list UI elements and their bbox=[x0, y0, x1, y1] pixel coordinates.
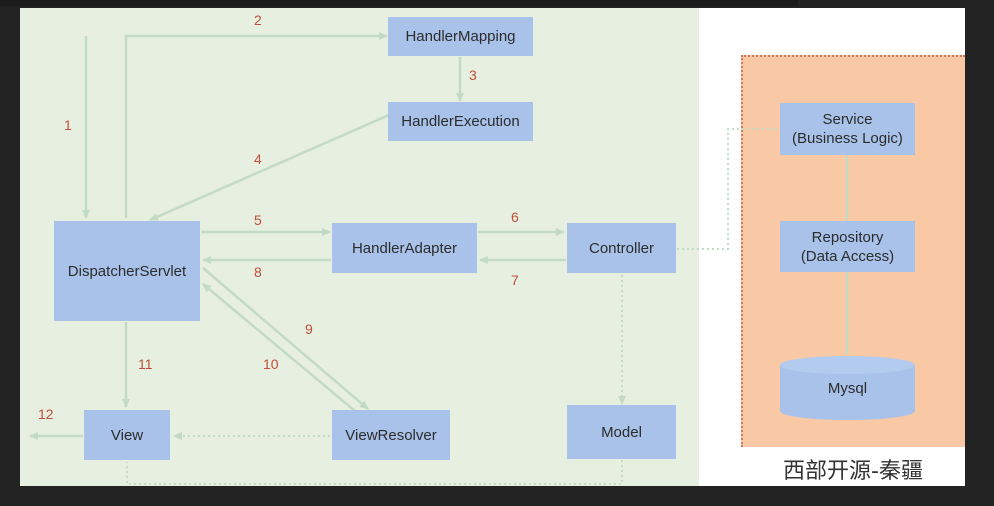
dotted-controller-service bbox=[677, 128, 778, 250]
mysql-database: Mysql bbox=[780, 356, 915, 420]
dotted-model-view-bottom bbox=[126, 460, 623, 485]
handler-mapping-box: HandlerMapping bbox=[388, 17, 533, 56]
step-label-7: 7 bbox=[511, 272, 519, 288]
controller-box: Controller bbox=[567, 223, 676, 273]
step-label-1: 1 bbox=[64, 117, 72, 133]
mysql-cylinder-top bbox=[780, 356, 915, 374]
service-box: Service (Business Logic) bbox=[780, 103, 915, 155]
author-watermark: 西部开源-秦疆 bbox=[783, 459, 923, 484]
mysql-cylinder-bottom bbox=[780, 402, 915, 420]
step-label-2: 2 bbox=[254, 12, 262, 28]
step-label-8: 8 bbox=[254, 264, 262, 280]
step-label-5: 5 bbox=[254, 212, 262, 228]
step-label-6: 6 bbox=[511, 209, 519, 225]
model-box: Model bbox=[567, 405, 676, 459]
step-label-12: 12 bbox=[38, 406, 54, 422]
step-label-3: 3 bbox=[469, 67, 477, 83]
arrow-10 bbox=[202, 283, 356, 412]
mysql-label: Mysql bbox=[827, 379, 868, 397]
dispatcher-servlet-box: DispatcherServlet bbox=[54, 221, 200, 321]
view-resolver-box: ViewResolver bbox=[332, 410, 450, 460]
step-label-9: 9 bbox=[305, 321, 313, 337]
arrow-4 bbox=[149, 113, 390, 222]
handler-execution-box: HandlerExecution bbox=[388, 102, 533, 141]
step-label-10: 10 bbox=[263, 356, 279, 372]
view-box: View bbox=[84, 410, 170, 460]
arrow-9 bbox=[202, 267, 369, 410]
step-label-11: 11 bbox=[138, 356, 153, 372]
step-label-4: 4 bbox=[254, 151, 262, 167]
arrow-2 bbox=[124, 32, 388, 218]
top-strip bbox=[0, 0, 798, 6]
handler-adapter-box: HandlerAdapter bbox=[332, 223, 477, 273]
repository-box: Repository (Data Access) bbox=[780, 221, 915, 272]
